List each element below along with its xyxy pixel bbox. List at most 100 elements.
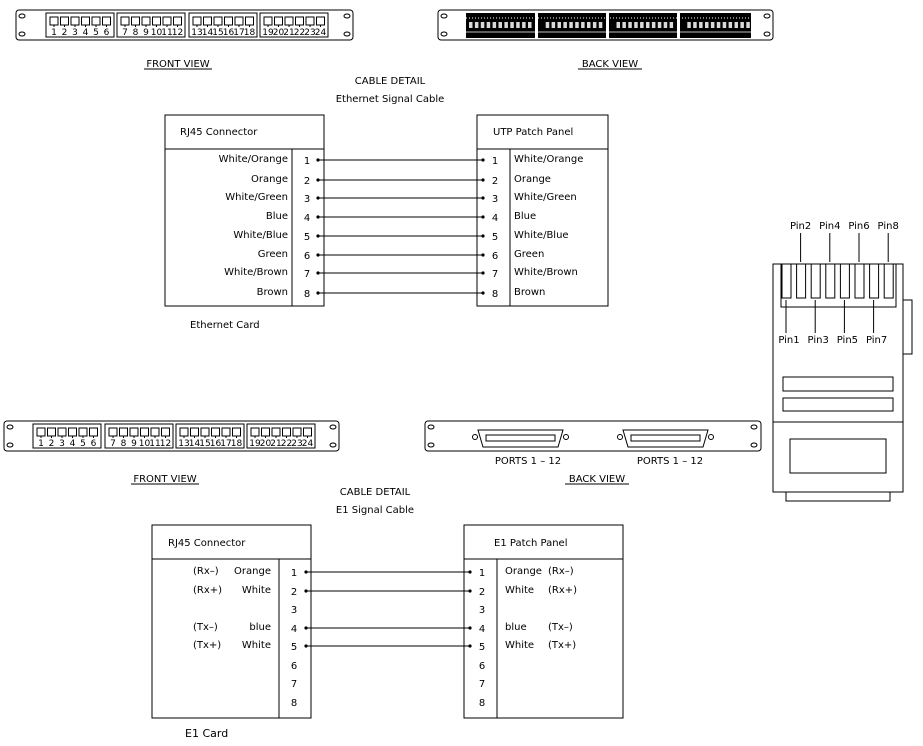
left-pin-number: 4 bbox=[304, 213, 310, 224]
rj45-port bbox=[200, 427, 210, 437]
port-number: 12 bbox=[160, 439, 171, 449]
port-number: 21 bbox=[283, 28, 294, 38]
punchdown-terminal bbox=[746, 22, 750, 28]
punchdown-terminal bbox=[669, 22, 674, 28]
left-wire-color: White/Brown bbox=[224, 267, 288, 278]
ethernet-rj45-connector-box: RJ45 Connector bbox=[164, 114, 325, 307]
punchdown-terminal bbox=[710, 22, 715, 28]
port-number: 17 bbox=[233, 28, 244, 38]
right-pin-number: 7 bbox=[479, 679, 485, 690]
right-signal-name: (Rx+) bbox=[548, 585, 577, 596]
port-group bbox=[45, 12, 115, 38]
port-number: 24 bbox=[315, 28, 327, 38]
right-pin-number: 4 bbox=[479, 624, 485, 635]
left-signal-name: (Tx+) bbox=[193, 640, 221, 651]
left-wire-color: White bbox=[242, 585, 271, 596]
port-number: 13 bbox=[178, 439, 189, 449]
mounting-hole bbox=[6, 442, 14, 448]
port-number: 24 bbox=[302, 439, 314, 449]
port-group bbox=[246, 423, 316, 449]
left-wire-color: blue bbox=[249, 622, 271, 633]
punchdown-terminal bbox=[551, 22, 556, 28]
e1-patch-panel-box: E1 Patch Panel bbox=[463, 524, 624, 719]
rj45-port bbox=[190, 427, 199, 437]
port-number: 22 bbox=[294, 28, 305, 38]
ethernet-left-header: RJ45 Connector bbox=[180, 127, 258, 138]
rj45-port bbox=[284, 16, 294, 26]
left-wire-color: Brown bbox=[257, 287, 288, 298]
left-pin-number: 2 bbox=[304, 176, 310, 187]
rj45-port bbox=[203, 16, 212, 26]
punchdown-terminal bbox=[522, 22, 526, 28]
rj45-port bbox=[68, 427, 77, 437]
rj45-port bbox=[36, 427, 46, 437]
e1-port-label-1: PORTS 1 – 12 bbox=[495, 456, 561, 467]
right-pin-number: 5 bbox=[479, 642, 485, 653]
ethernet-back-view-label: BACK VIEW bbox=[582, 59, 638, 70]
e1-rj45-connector-box: RJ45 Connector bbox=[151, 524, 312, 719]
db-screw bbox=[617, 434, 623, 440]
pin-label-top: Pin8 bbox=[878, 221, 899, 232]
mounting-hole bbox=[440, 13, 448, 19]
rj45-port bbox=[47, 427, 56, 437]
rj45-port bbox=[295, 16, 304, 26]
port-number: 18 bbox=[244, 28, 256, 38]
left-pin-number: 8 bbox=[291, 698, 297, 709]
right-pin-number: 3 bbox=[479, 605, 485, 616]
port-number: 21 bbox=[270, 439, 281, 449]
punchdown-terminal bbox=[569, 22, 573, 28]
rj45-port bbox=[89, 427, 98, 437]
rj45-port bbox=[57, 427, 67, 437]
right-pin-number: 8 bbox=[479, 698, 485, 709]
plug-contact-blade bbox=[854, 263, 865, 299]
mounting-hole bbox=[329, 442, 337, 448]
e1-port-label-2: PORTS 1 – 12 bbox=[637, 456, 703, 467]
plug-window bbox=[789, 438, 887, 474]
punchdown-terminal bbox=[504, 22, 508, 28]
port-number: 23 bbox=[304, 28, 315, 38]
pin-label-bottom: Pin5 bbox=[837, 335, 858, 346]
punchdown-terminal bbox=[575, 22, 579, 28]
right-pin-number: 6 bbox=[479, 661, 485, 672]
plug-contact-blade bbox=[781, 263, 792, 299]
punchdown-terminal bbox=[557, 22, 561, 28]
rj45-port bbox=[141, 16, 151, 26]
rj45-port bbox=[213, 16, 223, 26]
port-number: 20 bbox=[260, 439, 272, 449]
ethernet-back-panel bbox=[437, 9, 774, 41]
mounting-hole bbox=[6, 424, 14, 430]
right-wire-color: Orange bbox=[514, 174, 551, 185]
rj45-port bbox=[211, 427, 220, 437]
rj45-port bbox=[179, 427, 189, 437]
port-number: 5 bbox=[93, 28, 99, 38]
punchdown-terminal bbox=[486, 22, 491, 28]
plug-contact-blade bbox=[810, 263, 821, 299]
port-number: 14 bbox=[202, 28, 214, 38]
port-number: 13 bbox=[191, 28, 202, 38]
port-number: 2 bbox=[49, 439, 55, 449]
db-connector-pins bbox=[630, 434, 701, 442]
mounting-hole bbox=[18, 31, 26, 37]
port-number: 3 bbox=[59, 439, 65, 449]
left-pin-number: 6 bbox=[291, 661, 297, 672]
rj45-port bbox=[224, 16, 233, 26]
left-signal-name: (Rx+) bbox=[193, 585, 222, 596]
left-pin-number: 3 bbox=[291, 605, 297, 616]
ethernet-front-view-label: FRONT VIEW bbox=[146, 59, 209, 70]
rj45-port bbox=[316, 16, 325, 26]
rj45-port bbox=[250, 427, 260, 437]
db-connector-pins bbox=[485, 434, 556, 442]
port-number: 16 bbox=[210, 439, 222, 449]
punchdown-terminal bbox=[699, 22, 703, 28]
rj45-port bbox=[102, 16, 111, 26]
left-pin-number: 3 bbox=[304, 194, 310, 205]
left-pin-number: 6 bbox=[304, 251, 310, 262]
port-number: 10 bbox=[151, 28, 163, 38]
port-number: 9 bbox=[143, 28, 149, 38]
rj45-port bbox=[129, 427, 139, 437]
plug-latch bbox=[902, 299, 913, 355]
